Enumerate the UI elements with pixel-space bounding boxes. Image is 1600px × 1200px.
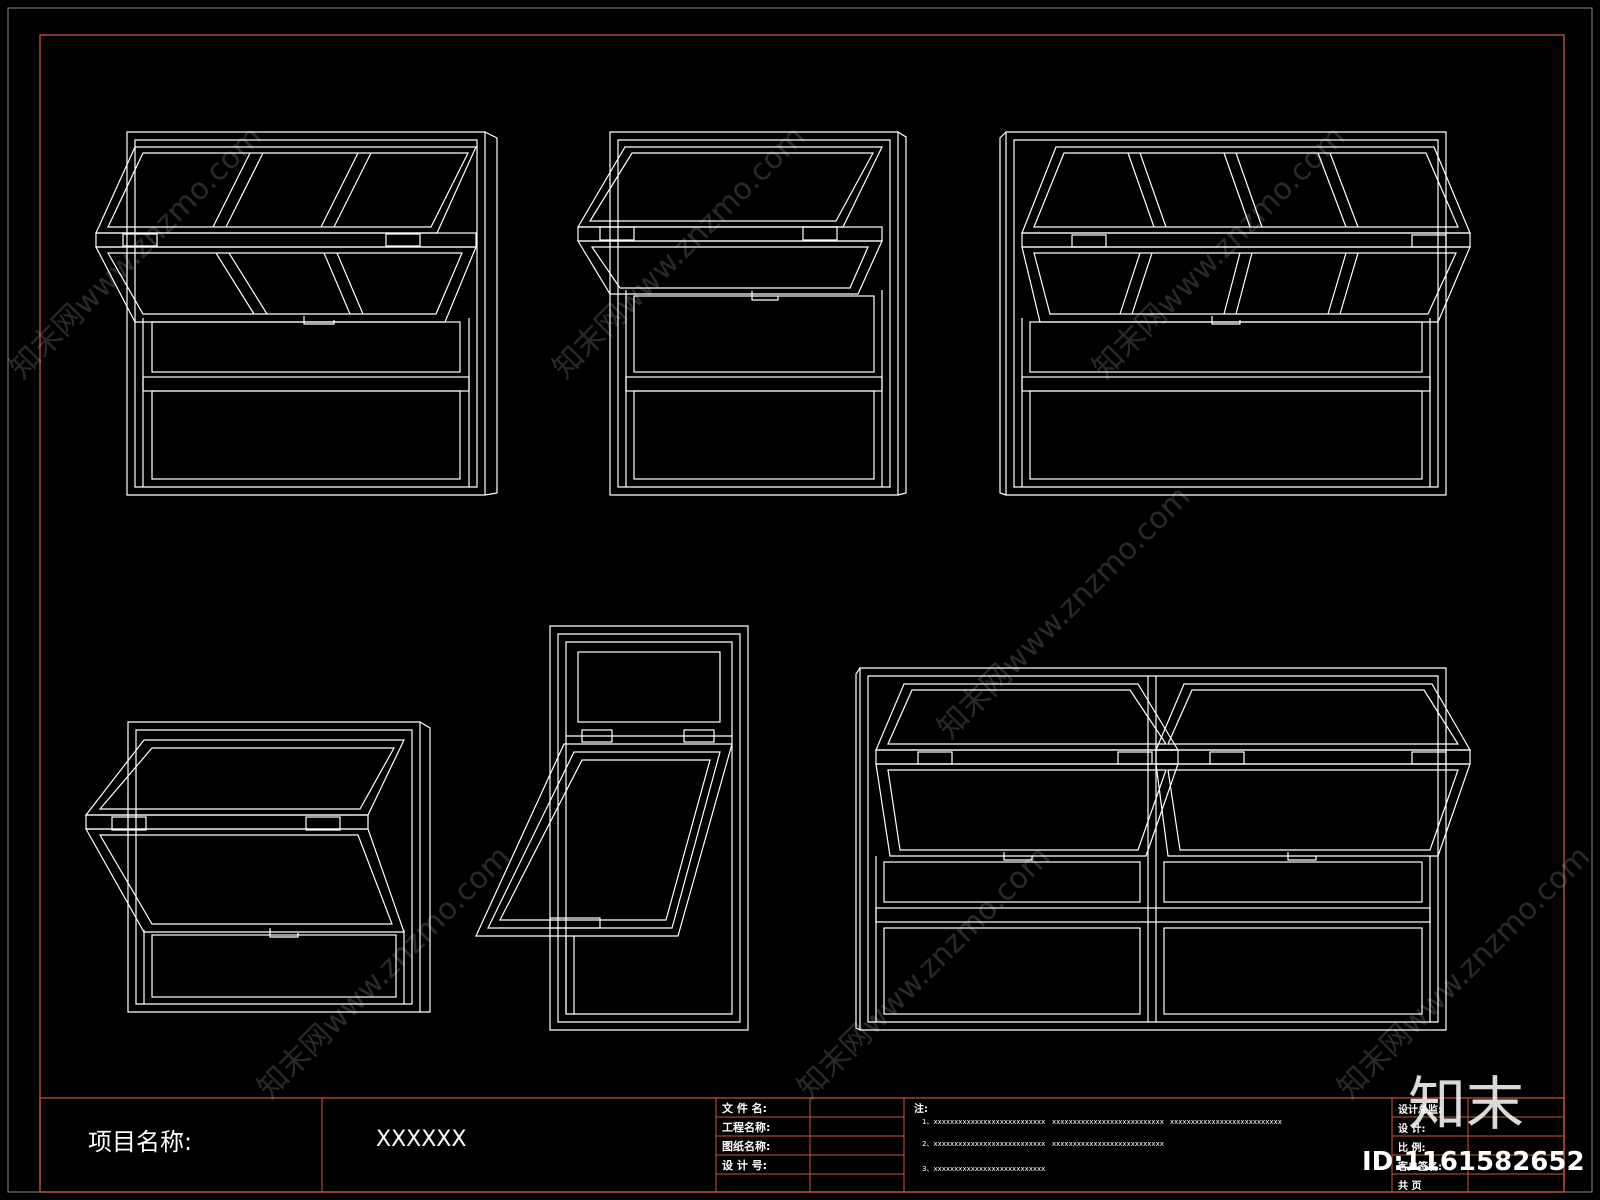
window-1-three-pane-awning <box>95 131 498 496</box>
right-scale: 比 例: <box>1398 1141 1425 1154</box>
field-project-name: 工程名称: <box>722 1120 770 1134</box>
drawing-border <box>39 34 1565 1193</box>
notes-label: 注: <box>914 1102 928 1115</box>
note-2a: 2、xxxxxxxxxxxxxxxxxxxxxxxxxxx <box>922 1140 1045 1148</box>
watermark-id: ID:1161582652 <box>1362 1147 1585 1177</box>
right-client-sign: 客户签名: <box>1397 1160 1442 1173</box>
window-6-double-awning <box>855 667 1472 1031</box>
window-2-single-awning <box>576 131 907 496</box>
watermark-text: 知末网www.znzmo.com <box>931 479 1197 745</box>
field-file-name: 文 件 名: <box>722 1101 767 1115</box>
window-4-single-awning <box>84 721 431 1013</box>
right-pages: 共 页 <box>1398 1179 1421 1192</box>
field-design-no: 设 计 号: <box>722 1158 767 1172</box>
note-1b: xxxxxxxxxxxxxxxxxxxxxxxxxxx <box>1052 1118 1164 1126</box>
project-label: 项目名称: <box>88 1128 192 1156</box>
watermark-text: 知末网www.znzmo.com <box>791 839 1057 1105</box>
window-5-top-hung-tilted <box>475 625 749 1031</box>
field-drawing-name: 图纸名称: <box>722 1139 770 1153</box>
note-2b: xxxxxxxxxxxxxxxxxxxxxxxxxxx <box>1052 1140 1164 1148</box>
watermark-text: 知末网www.znzmo.com <box>1331 839 1597 1105</box>
watermark-text: 知末网www.znzmo.com <box>546 119 812 385</box>
right-designer-director: 设计总监: <box>1398 1103 1442 1116</box>
watermark-logo: 知末 <box>1408 1070 1524 1138</box>
watermark-text: 知末网www.znzmo.com <box>251 839 517 1105</box>
note-1c: xxxxxxxxxxxxxxxxxxxxxxxxxxx <box>1170 1118 1282 1126</box>
note-3a: 3、xxxxxxxxxxxxxxxxxxxxxxxxxxx <box>922 1165 1045 1173</box>
project-value: XXXXXX <box>376 1127 466 1152</box>
title-block: 项目名称: XXXXXX 文 件 名: 工程名称: 图纸名称: 设 计 号: 注… <box>39 1097 1565 1193</box>
watermarks: 知末网www.znzmo.com 知末网www.znzmo.com 知末网www… <box>3 119 1597 1105</box>
window-3-four-pane-awning <box>999 131 1471 496</box>
right-designer: 设 计: <box>1398 1122 1425 1135</box>
note-1a: 1、xxxxxxxxxxxxxxxxxxxxxxxxxxx <box>922 1118 1045 1126</box>
